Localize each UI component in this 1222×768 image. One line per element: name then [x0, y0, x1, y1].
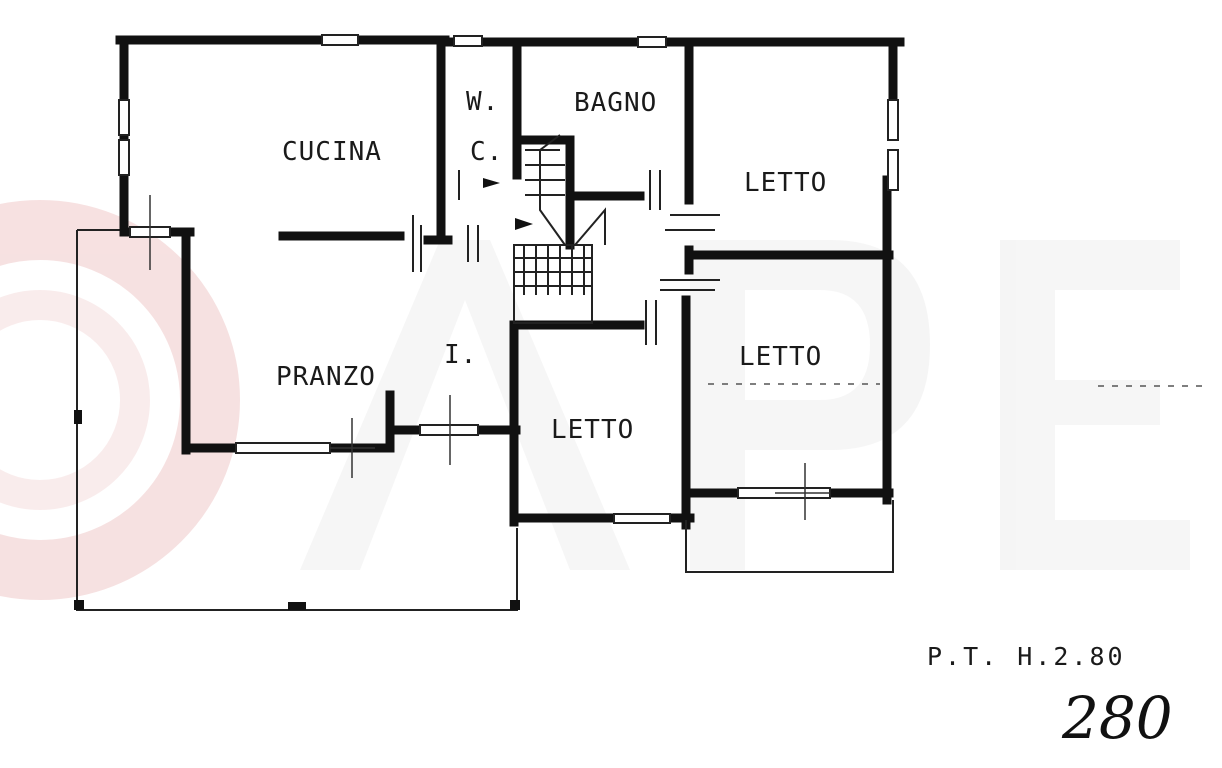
balcony [685, 500, 894, 573]
room-label-letto-top-right: LETTO [744, 168, 827, 198]
watermark-letter-a [300, 240, 630, 570]
window-letto-right-2 [887, 149, 899, 191]
room-label-cucina: CUCINA [282, 137, 382, 167]
room-label-pranzo: PRANZO [276, 362, 376, 392]
watermark-circle-outer [0, 200, 240, 600]
room-label-bagno: BAGNO [574, 88, 657, 118]
room-label-wc-line2: C. [470, 137, 503, 167]
room-label-ingresso: I. [444, 340, 477, 370]
floor-height-caption: P.T. H.2.80 [927, 642, 1126, 671]
watermark-letter-e [1000, 240, 1190, 570]
watermark-letter-p [690, 240, 930, 570]
room-label-letto-middle-right: LETTO [739, 342, 822, 372]
room-label-wc-line1: W. [466, 87, 499, 117]
window-bagno-top [637, 36, 667, 48]
room-labels: CUCINA W. C. BAGNO LETTO LETTO LETTO PRA… [276, 87, 827, 445]
window-letto-bottom [613, 513, 671, 524]
window-cucina-left-2 [118, 139, 130, 176]
watermark-circle-inner [0, 290, 150, 510]
window-pranzo-bottom [235, 442, 331, 454]
window-cucina-left-1 [118, 99, 130, 136]
staircase [483, 134, 606, 324]
watermark-logo [0, 200, 1190, 600]
window-cucina-top [321, 34, 359, 46]
window-wc-top [453, 35, 483, 47]
window-letto-right-1 [887, 99, 899, 141]
window-ingresso [419, 424, 479, 436]
windows [118, 34, 899, 524]
room-label-letto-bottom: LETTO [551, 415, 634, 445]
window-crosses [149, 195, 830, 520]
doors [412, 170, 720, 345]
handwritten-number: 280 [1061, 684, 1173, 752]
scan-marks [708, 383, 1210, 387]
